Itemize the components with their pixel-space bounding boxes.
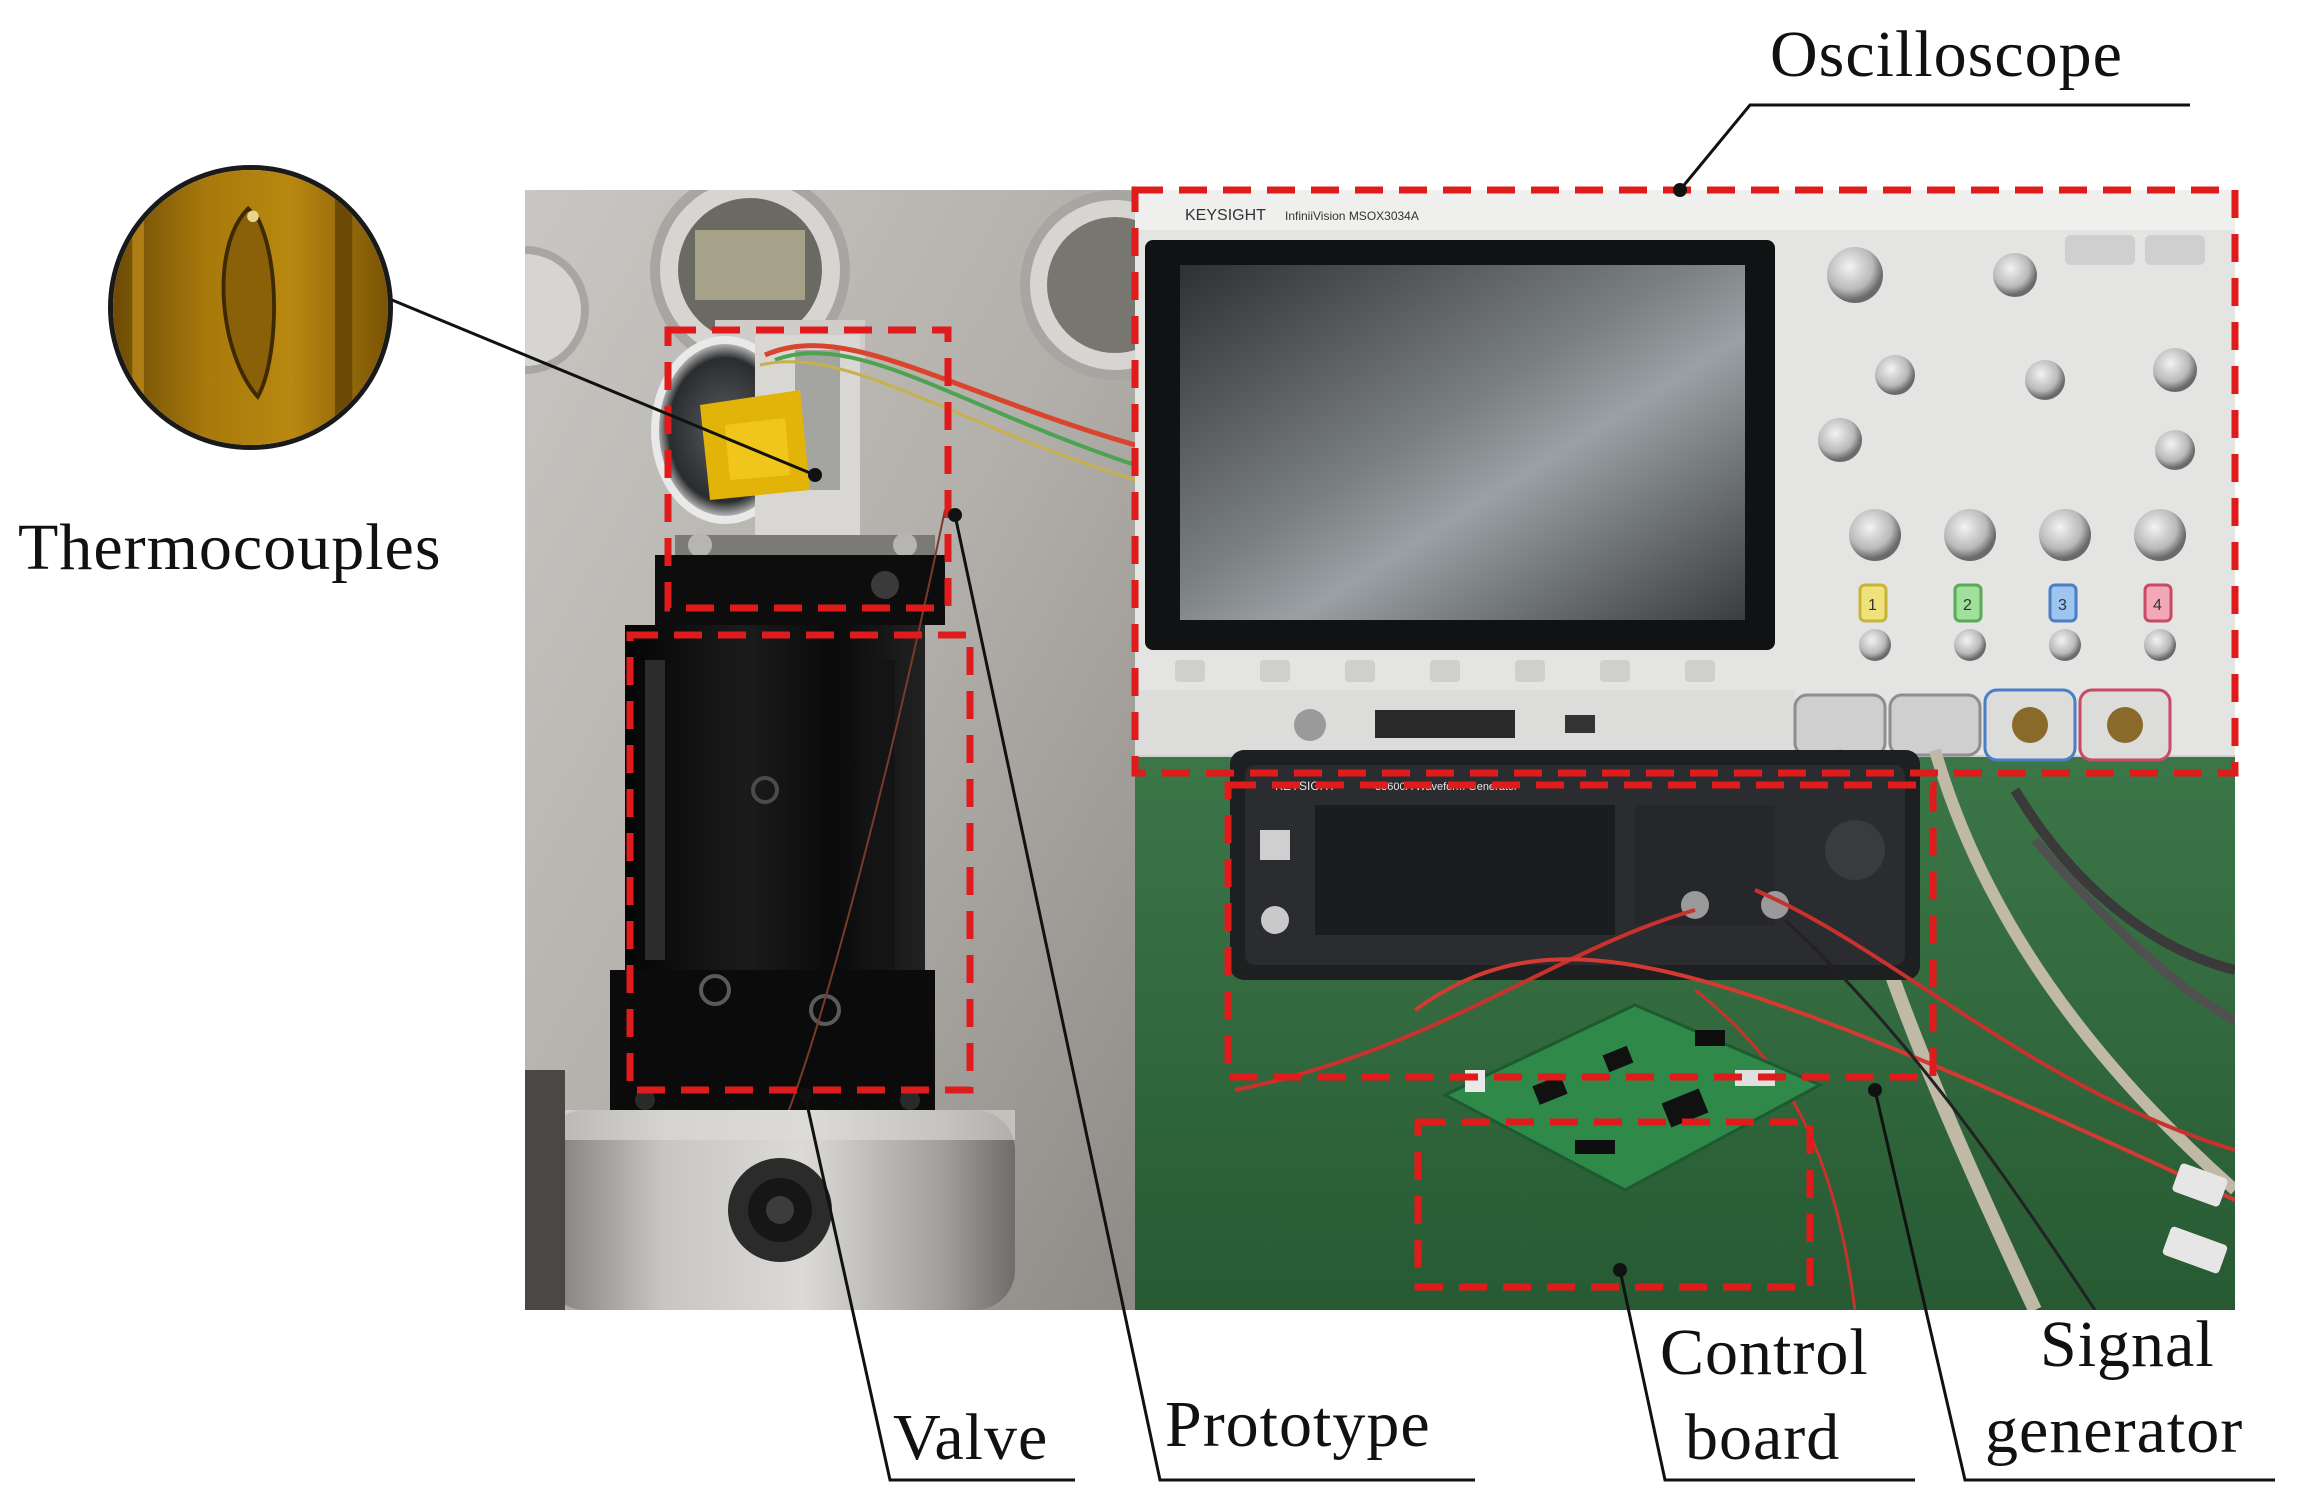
prototype-photo [525, 190, 1135, 1310]
valve-label: Valve [893, 1401, 1049, 1474]
instruments-photo: KEYSIGHT InfiniiVision MSOX3034A [1135, 190, 2235, 1310]
control-board-label-line2: board [1685, 1401, 1841, 1474]
signal-generator-label-line2: generator [1985, 1394, 2244, 1467]
channel-3-label: 3 [2058, 597, 2067, 614]
oscilloscope-label: Oscilloscope [1770, 18, 2123, 91]
thermocouple-junction [221, 205, 276, 401]
thermocouple-inset [108, 165, 393, 450]
control-board-label-line1: Control [1660, 1316, 1869, 1389]
generator-model-text: 33600A Waveform Generator [1375, 781, 1518, 793]
generator-brand-text: KEYSIGHT [1275, 779, 1336, 793]
oscilloscope-leader-line [1678, 103, 2190, 191]
scope-model-text: InfiniiVision MSOX3034A [1285, 209, 1419, 223]
channel-2-label: 2 [1963, 597, 1972, 614]
signal-generator-label-line1: Signal [2040, 1308, 2215, 1381]
channel-4-label: 4 [2153, 597, 2162, 614]
channel-1-label: 1 [1868, 597, 1877, 614]
thermocouples-label: Thermocouples [18, 511, 442, 584]
prototype-label: Prototype [1165, 1388, 1431, 1461]
scope-brand-text: KEYSIGHT [1185, 207, 1266, 224]
